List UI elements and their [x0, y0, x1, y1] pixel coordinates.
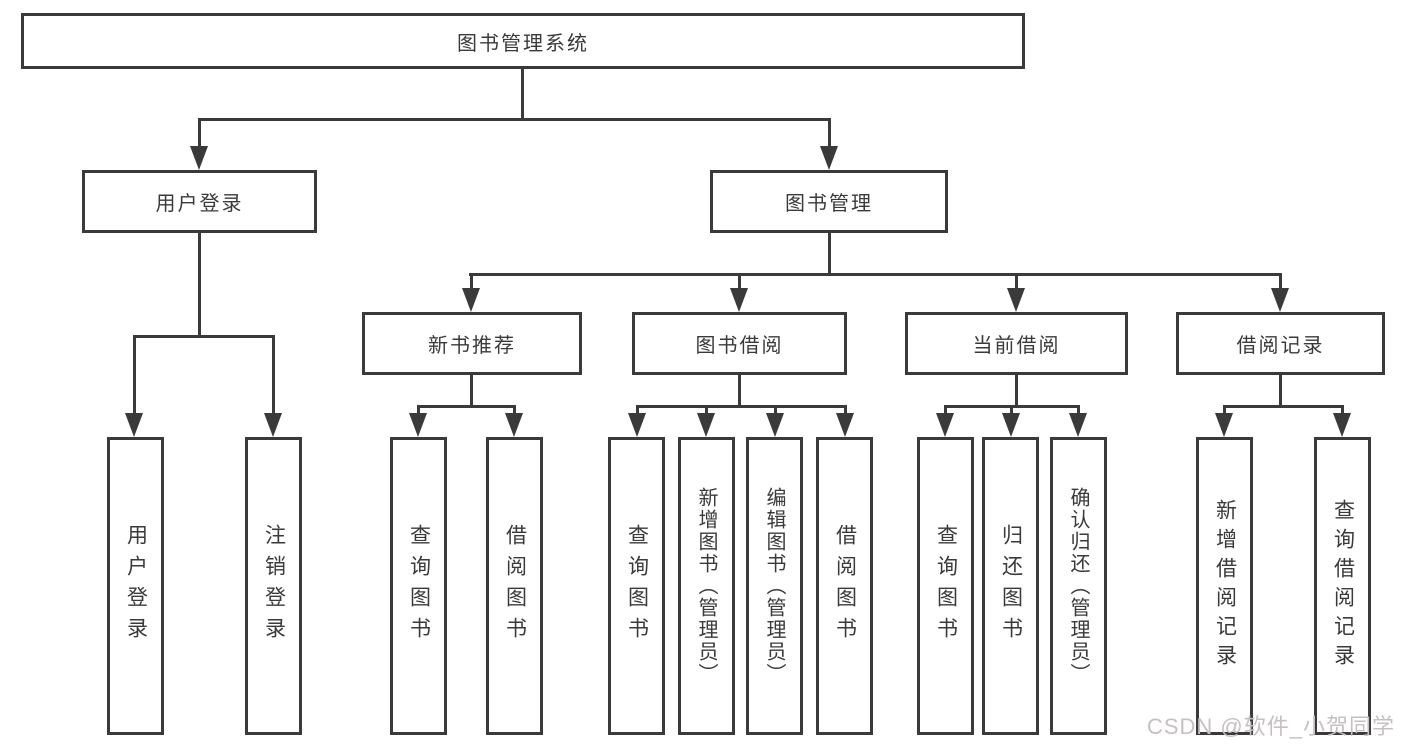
connector — [470, 273, 473, 291]
connector — [1279, 375, 1282, 408]
arrow-down-icon — [1215, 413, 1233, 437]
arrow-down-icon — [730, 288, 748, 312]
leaf-query-books-borrowing: 查询图书 — [608, 437, 665, 735]
connector — [1223, 405, 1226, 417]
leaf-user-login: 用户登录 — [107, 437, 164, 735]
leaf-add-books-admin: 新增图书（管理员） — [678, 437, 735, 735]
node-user-login: 用户登录 — [82, 170, 317, 233]
arrow-down-icon — [766, 413, 784, 437]
connector — [198, 118, 201, 150]
connector — [1341, 405, 1344, 417]
arrow-down-icon — [264, 413, 282, 437]
leaf-query-borrow-record: 查询借阅记录 — [1314, 437, 1371, 735]
arrow-down-icon — [936, 413, 954, 437]
node-new-book-recommendation: 新书推荐 — [362, 312, 582, 375]
node-book-borrowing: 图书借阅 — [632, 312, 847, 375]
connector — [521, 69, 524, 120]
connector — [198, 233, 201, 338]
connector — [738, 375, 741, 408]
connector — [738, 273, 741, 291]
leaf-add-borrow-record: 新增借阅记录 — [1196, 437, 1253, 735]
connector — [1279, 273, 1282, 291]
arrow-down-icon — [409, 413, 427, 437]
connector — [469, 273, 1282, 276]
connector — [1223, 405, 1344, 408]
arrow-down-icon — [1271, 288, 1289, 312]
arrow-down-icon — [1333, 413, 1351, 437]
node-book-management: 图书管理 — [710, 170, 948, 233]
connector — [828, 233, 831, 276]
arrow-down-icon — [628, 413, 646, 437]
connector — [513, 405, 516, 417]
node-borrowing-records: 借阅记录 — [1176, 312, 1385, 375]
arrow-down-icon — [1007, 288, 1025, 312]
connector — [828, 118, 831, 150]
connector — [1077, 405, 1080, 417]
leaf-borrow-books: 借阅图书 — [816, 437, 873, 735]
connector — [1015, 375, 1018, 408]
connector — [198, 118, 831, 121]
leaf-confirm-return-admin: 确认归还（管理员） — [1050, 437, 1107, 735]
connector — [636, 405, 847, 408]
connector — [774, 405, 777, 417]
connector — [470, 375, 473, 408]
arrow-down-icon — [125, 413, 143, 437]
arrow-down-icon — [820, 146, 838, 170]
connector — [133, 335, 275, 338]
node-library-management-system: 图书管理系统 — [21, 13, 1025, 69]
node-current-borrowing: 当前借阅 — [905, 312, 1128, 375]
leaf-logout: 注销登录 — [245, 437, 302, 735]
leaf-borrow-books-recommend: 借阅图书 — [486, 437, 543, 735]
arrow-down-icon — [190, 146, 208, 170]
leaf-query-books-current: 查询图书 — [917, 437, 974, 735]
arrow-down-icon — [1069, 413, 1087, 437]
arrow-down-icon — [1002, 413, 1020, 437]
leaf-return-books: 归还图书 — [982, 437, 1039, 735]
connector — [272, 335, 275, 417]
connector — [636, 405, 639, 417]
connector — [417, 405, 420, 417]
connector — [705, 405, 708, 417]
leaf-query-books-recommend: 查询图书 — [390, 437, 447, 735]
connector — [1015, 273, 1018, 291]
arrow-down-icon — [697, 413, 715, 437]
csdn-watermark: CSDN @软件_小贺同学 — [1146, 714, 1395, 739]
connector — [944, 405, 947, 417]
leaf-edit-books-admin: 编辑图书（管理员） — [746, 437, 803, 735]
connector — [1010, 405, 1013, 417]
connector — [133, 335, 136, 417]
connector — [417, 405, 516, 408]
connector — [844, 405, 847, 417]
arrow-down-icon — [836, 413, 854, 437]
arrow-down-icon — [462, 288, 480, 312]
arrow-down-icon — [505, 413, 523, 437]
